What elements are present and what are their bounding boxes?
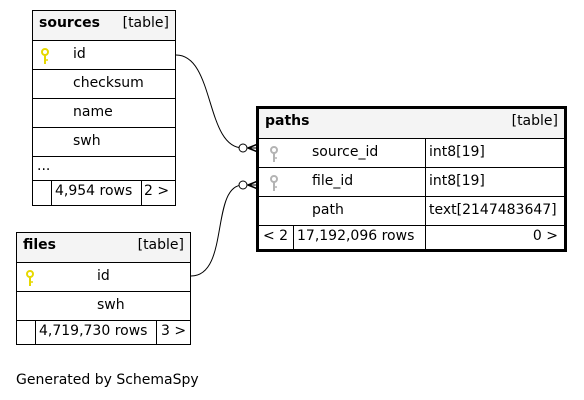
table-type: [table] [122, 15, 169, 31]
table-files[interactable]: files [table] id swh 4,719,730 rows 3 > [16, 232, 191, 345]
table-paths[interactable]: paths [table] source_id int8[19] file_id… [256, 106, 567, 252]
column-name: id [97, 268, 110, 284]
table-type: [table] [511, 113, 558, 129]
row-count: 17,192,096 rows [297, 228, 415, 244]
column-name: path [312, 202, 344, 218]
footer-row: 4,719,730 rows 3 > [17, 321, 190, 344]
zero-marker-source [238, 143, 248, 153]
children-link[interactable]: 2 > [141, 181, 175, 205]
children-link[interactable]: 3 > [156, 321, 190, 344]
column-type: int8[19] [429, 173, 485, 189]
table-title: sources [39, 15, 100, 31]
column-type: int8[19] [429, 144, 485, 160]
column-row[interactable]: checksum [33, 70, 175, 99]
column-row[interactable]: source_id int8[19] [259, 139, 564, 168]
row-count: 4,954 rows [55, 183, 133, 199]
column-row[interactable]: id [17, 263, 190, 292]
table-sources[interactable]: sources [table] id checksum name swh ...… [32, 10, 176, 206]
primary-key-icon [40, 47, 50, 65]
footer-row: < 2 17,192,096 rows 0 > [259, 226, 564, 249]
children-count: 2 > [144, 183, 170, 199]
more-columns: ... [33, 157, 175, 181]
foreign-key-icon [269, 145, 279, 163]
parents-count: < 2 [263, 228, 289, 244]
column-name: id [73, 46, 86, 62]
parents-link[interactable]: < 2 [259, 226, 293, 249]
column-name: file_id [312, 173, 354, 189]
column-row[interactable]: swh [33, 128, 175, 157]
foreign-key-icon [269, 174, 279, 192]
children-count: 3 > [161, 323, 187, 339]
children-link[interactable]: 0 > [425, 226, 564, 249]
table-title: files [23, 237, 57, 253]
column-row[interactable]: path text[2147483647] [259, 197, 564, 226]
footer-row: 4,954 rows 2 > [33, 181, 175, 205]
relation-files-paths [190, 184, 258, 277]
column-name: source_id [312, 144, 379, 160]
column-row[interactable]: file_id int8[19] [259, 168, 564, 197]
zero-marker-file [238, 180, 248, 190]
column-name: checksum [73, 75, 144, 91]
generated-by-footer: Generated by SchemaSpy [16, 372, 199, 388]
column-row[interactable]: swh [17, 292, 190, 321]
table-header: sources [table] [33, 11, 175, 41]
children-count: 0 > [532, 228, 558, 244]
table-title: paths [265, 113, 310, 129]
table-header: paths [table] [259, 109, 564, 139]
row-count: 4,719,730 rows [39, 323, 148, 339]
primary-key-icon [25, 269, 35, 287]
table-type: [table] [137, 237, 184, 253]
column-type: text[2147483647] [429, 202, 557, 218]
column-row[interactable]: id [33, 41, 175, 70]
table-header: files [table] [17, 233, 190, 263]
column-row[interactable]: name [33, 99, 175, 128]
column-name: swh [97, 297, 125, 313]
column-name: name [73, 104, 113, 120]
relation-sources-paths [175, 54, 258, 149]
column-name: swh [73, 133, 101, 149]
ellipsis: ... [37, 158, 51, 174]
